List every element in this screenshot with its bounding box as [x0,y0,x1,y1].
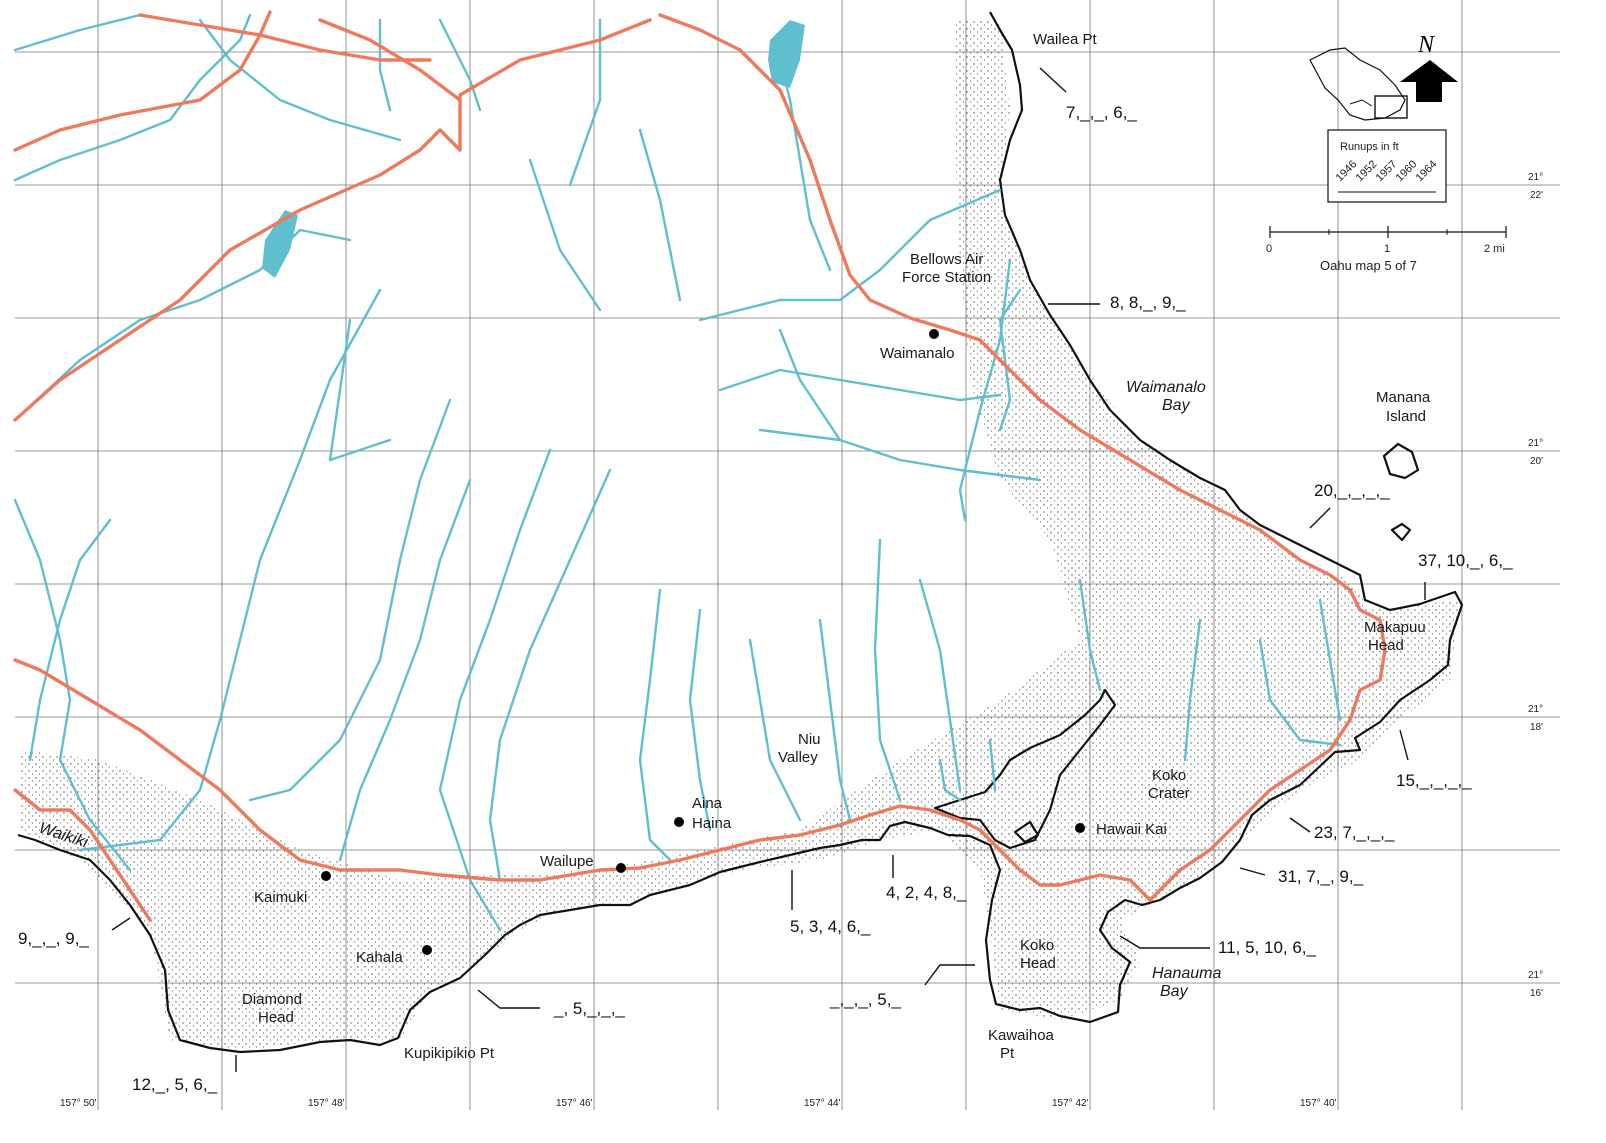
lat-16-deg: 21° [1528,970,1543,981]
lon-157-40: 157° 40' [1300,1098,1337,1109]
label-diamond-1: Diamond [242,991,302,1008]
runup-makapuu-south: 15,_,_,_,_ [1396,771,1472,790]
label-niu-1: Niu [798,731,821,748]
runup-wailea: 7,_,_, 6,_ [1066,103,1137,122]
label-aina-haina-2: Haina [692,815,732,832]
label-wailupe: Wailupe [540,853,594,870]
reservoirs [262,20,805,278]
lat-18-deg: 21° [1528,704,1543,715]
highways [13,10,1387,922]
runup-koko-west: _,_,_, 5,_ [829,990,901,1009]
runup-legend: Runups in ft 1946 1952 1957 1960 1964 [1327,129,1447,203]
waimanalo-dot [929,329,939,339]
scale-tick-2: 2 mi [1484,243,1505,255]
coastal-plain-shading [20,20,1460,1050]
label-hanauma-2: Bay [1160,983,1189,1000]
label-koko-head-2: Head [1020,955,1056,972]
runup-makapuu-north: 20,_,_,_,_ [1314,481,1390,500]
legend-title: Runups in ft [1340,141,1399,153]
scale-bar: 0 1 2 mi Oahu map 5 of 7 [1266,226,1507,273]
lat-20-min: 20' [1530,456,1543,467]
aina-haina-dot [674,817,684,827]
label-kaimuki: Kaimuki [254,889,307,906]
runup-hawaii-kai-west: 4, 2, 4, 8,_ [886,883,967,902]
lon-157-50: 157° 50' [60,1098,97,1109]
hawaii-kai-dot [1075,823,1085,833]
coastline [17,11,1464,1054]
label-bellows-1: Bellows Air [910,251,983,268]
wailupe-dot [616,863,626,873]
lon-157-42: 157° 42' [1052,1098,1089,1109]
longitude-labels: 157° 50' 157° 48' 157° 46' 157° 44' 157°… [60,1098,1337,1109]
label-koko-crater-1: Koko [1152,767,1186,784]
lat-20-deg: 21° [1528,438,1543,449]
runup-koko-crater: 23, 7,_,_,_ [1314,823,1395,842]
label-koko-crater-2: Crater [1148,785,1190,802]
runup-niu: 5, 3, 4, 6,_ [790,917,871,936]
label-waimanalo: Waimanalo [880,345,954,362]
lon-157-44: 157° 44' [804,1098,841,1109]
north-label: N [1417,32,1436,58]
kaimuki-dot [321,871,331,881]
label-makapuu-2: Head [1368,637,1404,654]
runup-koko-southeast: 31, 7,_, 9,_ [1278,867,1364,886]
runup-kahala: _, 5,_,_,_ [553,999,625,1018]
scale-tick-1: 1 [1384,243,1390,255]
label-manana-2: Island [1386,408,1426,425]
label-koko-head-1: Koko [1020,937,1054,954]
lat-18-min: 18' [1530,722,1543,733]
label-wailea-pt: Wailea Pt [1033,31,1097,48]
inset-highlight-box [1374,95,1408,119]
label-kawaihoa-1: Kawaihoa [988,1027,1055,1044]
north-arrow-icon [1400,60,1458,102]
label-kawaihoa-2: Pt [1000,1045,1015,1062]
lon-157-46: 157° 46' [556,1098,593,1109]
label-hawaii-kai: Hawaii Kai [1096,821,1167,838]
lat-22-min: 22' [1530,190,1543,201]
lon-157-48: 157° 48' [308,1098,345,1109]
runup-makapuu-east: 37, 10,_, 6,_ [1418,551,1513,570]
inset-locator-map [1309,47,1408,121]
runup-labels: 7,_,_, 6,_ 8, 8,_, 9,_ 20,_,_,_,_ 37, 10… [18,103,1513,1094]
north-arrow: N [1400,32,1458,102]
lat-22-deg: 21° [1528,172,1543,183]
runup-hanauma: 11, 5, 10, 6,_ [1218,938,1317,957]
label-kahala: Kahala [356,949,403,966]
label-makapuu-1: Makapuu [1364,619,1426,636]
lat-16-min: 16' [1530,988,1543,999]
map-caption: Oahu map 5 of 7 [1320,258,1417,273]
label-waimanalo-bay-1: Waimanalo [1126,379,1206,396]
runup-bellows: 8, 8,_, 9,_ [1110,293,1186,312]
label-bellows-2: Force Station [902,269,991,286]
latitude-labels: 21° 22' 21° 20' 21° 18' 21° 16' [1528,172,1543,999]
label-kupikipikio: Kupikipikio Pt [404,1045,495,1062]
scale-tick-0: 0 [1266,243,1272,255]
runup-diamond: 12,_, 5, 6,_ [132,1075,218,1094]
kahala-dot [422,945,432,955]
town-markers [321,329,1085,955]
label-waimanalo-bay-2: Bay [1162,397,1191,414]
runup-leader-lines [111,67,1426,1072]
label-diamond-2: Head [258,1009,294,1026]
label-niu-2: Valley [778,749,818,766]
label-aina-haina-1: Aina [692,795,723,812]
runup-waikiki: 9,_,_, 9,_ [18,929,89,948]
place-labels: Wailea Pt Bellows Air Force Station Waim… [37,31,1431,1062]
label-hanauma-1: Hanauma [1152,965,1221,982]
label-manana-1: Manana [1376,389,1431,406]
